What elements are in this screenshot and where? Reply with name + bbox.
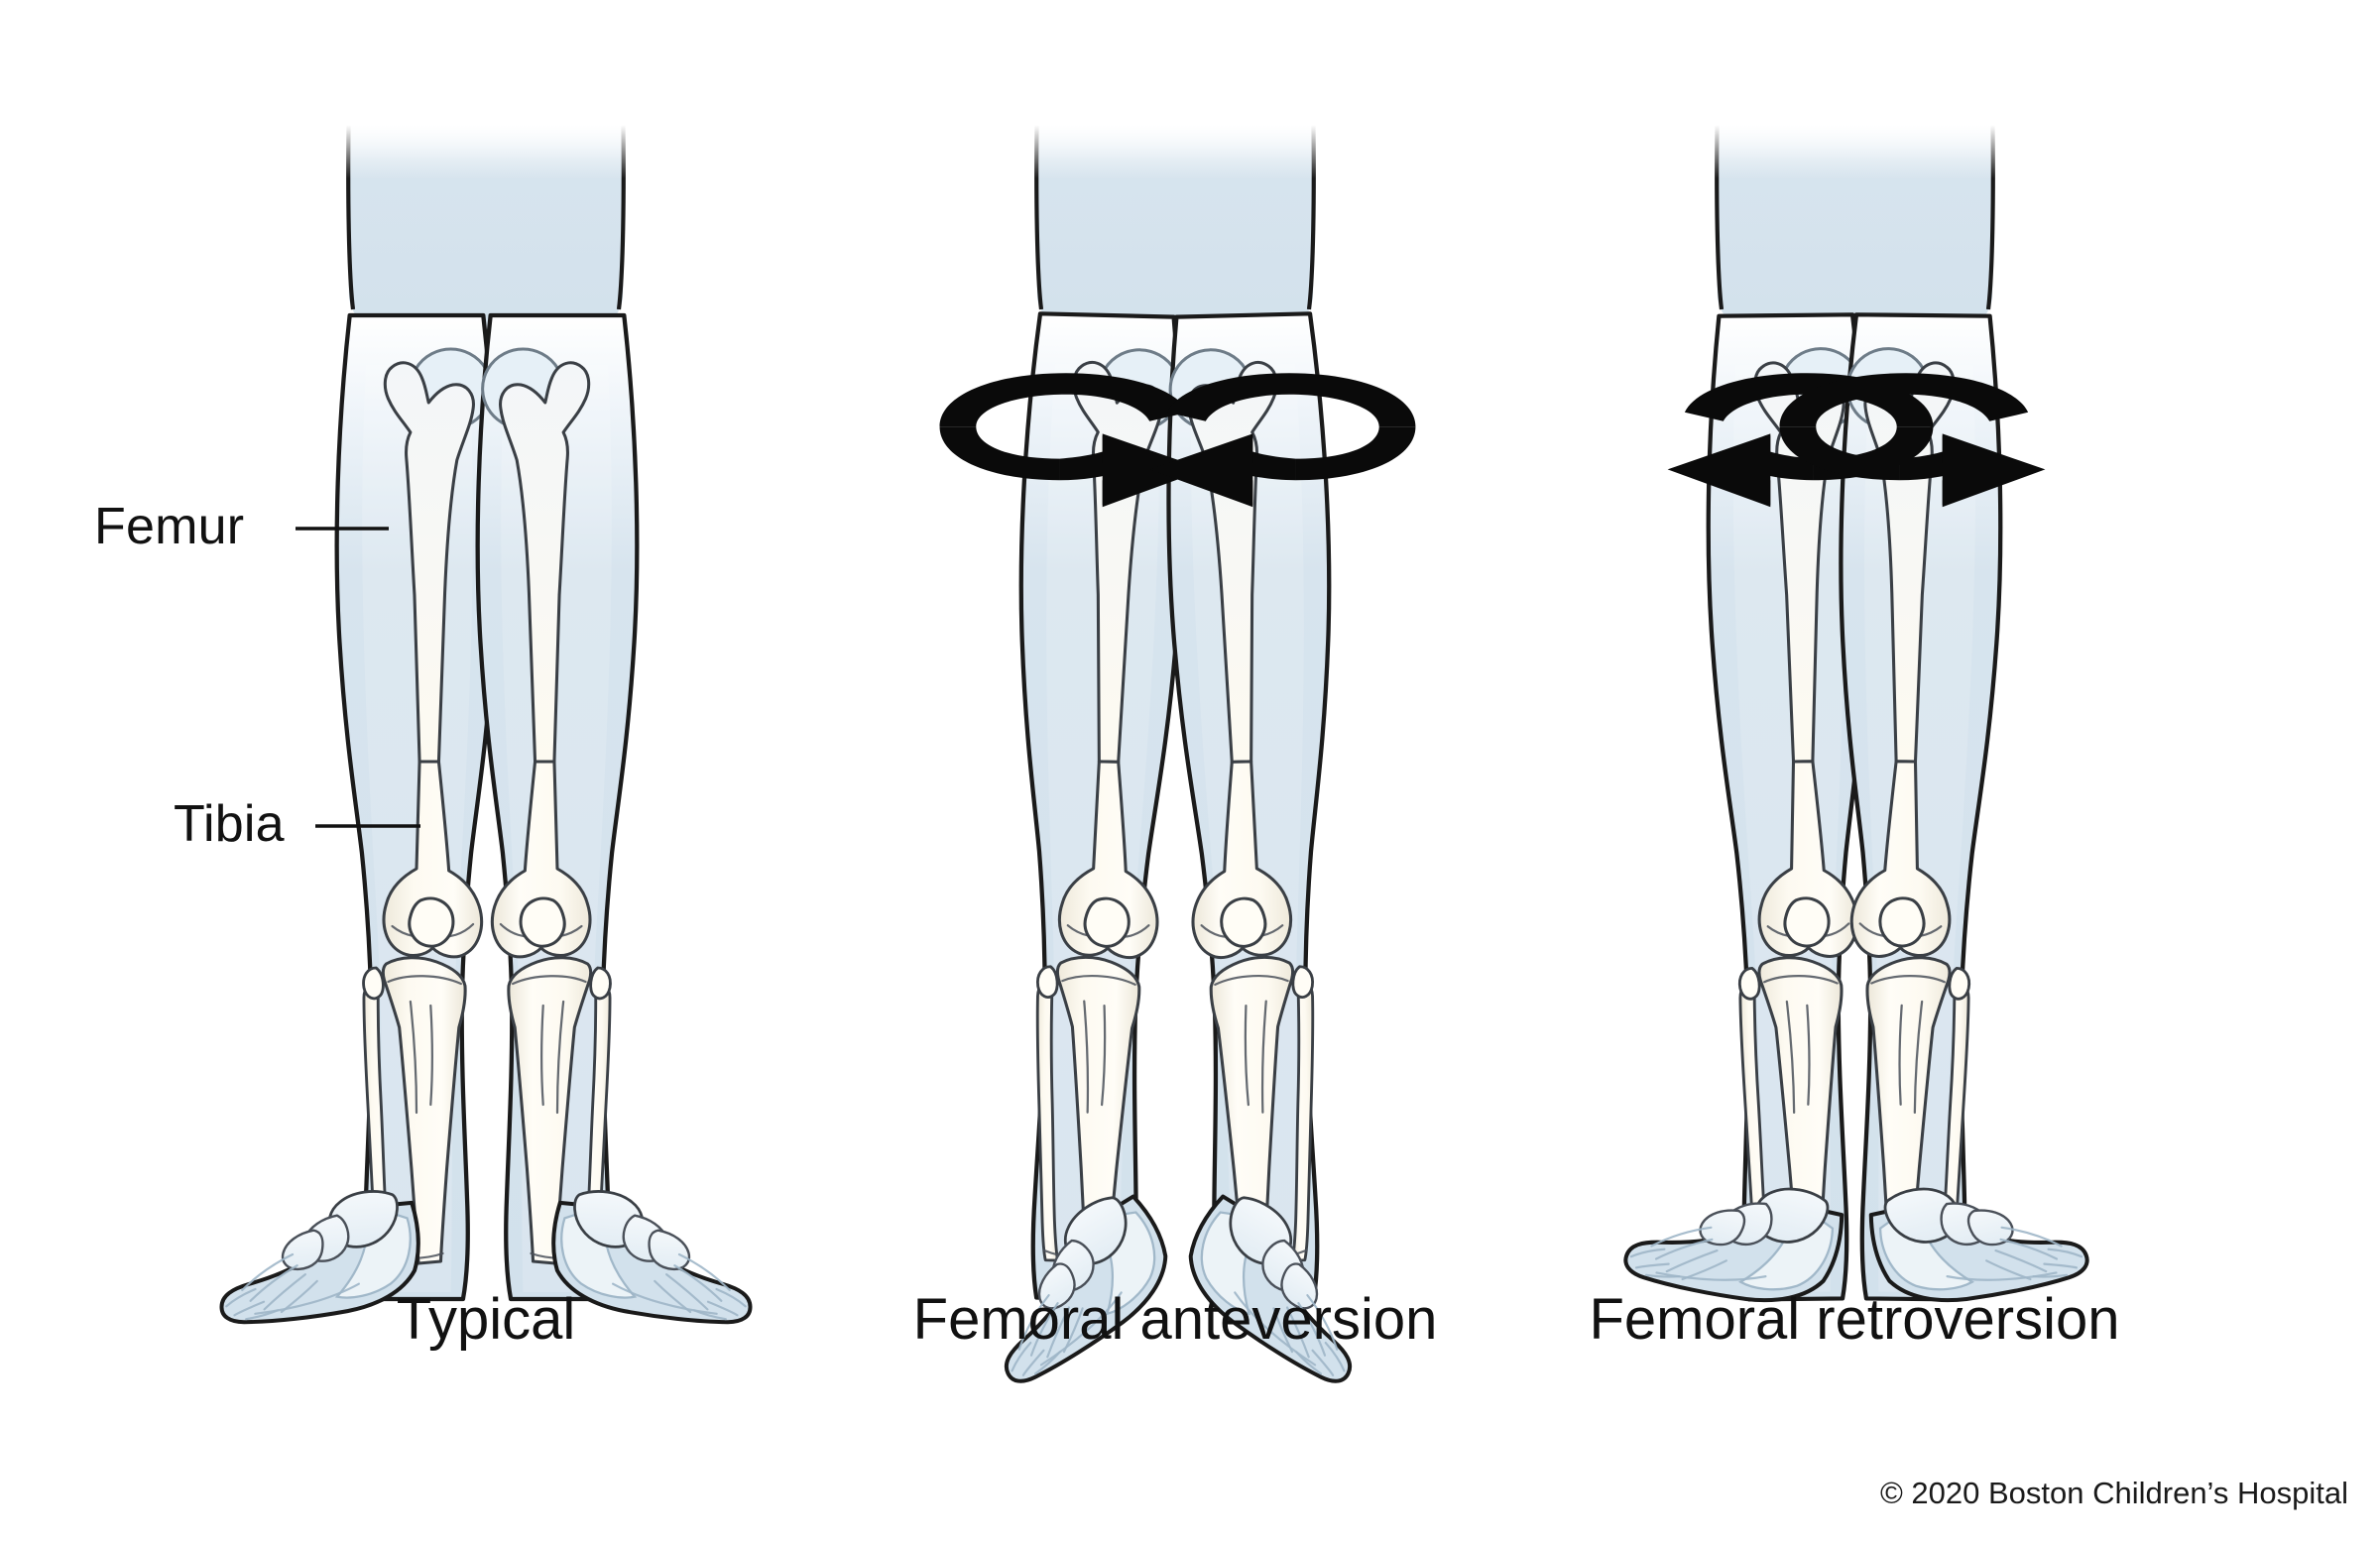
annotation-tibia: Tibia [174, 795, 420, 853]
annotation-femur: Femur [94, 498, 389, 555]
typical-top-fade [298, 59, 694, 178]
label-tibia: Tibia [174, 795, 285, 853]
panel-femoral-retroversion: Femoral retroversion [1589, 59, 2120, 1352]
caption-femoral-anteversion: Femoral anteversion [913, 1287, 1438, 1352]
anteversion-top-fade [992, 59, 1368, 178]
panel-femoral-anteversion: Femoral anteversion [913, 59, 1438, 1391]
label-femur: Femur [94, 498, 244, 555]
caption-femoral-retroversion: Femoral retroversion [1589, 1287, 2119, 1352]
panel-typical: Typical [212, 59, 760, 1352]
copyright-credit: © 2020 Boston Children’s Hospital [1880, 1476, 2348, 1510]
retroversion-top-fade [1676, 59, 2053, 178]
caption-typical: Typical [397, 1287, 576, 1352]
